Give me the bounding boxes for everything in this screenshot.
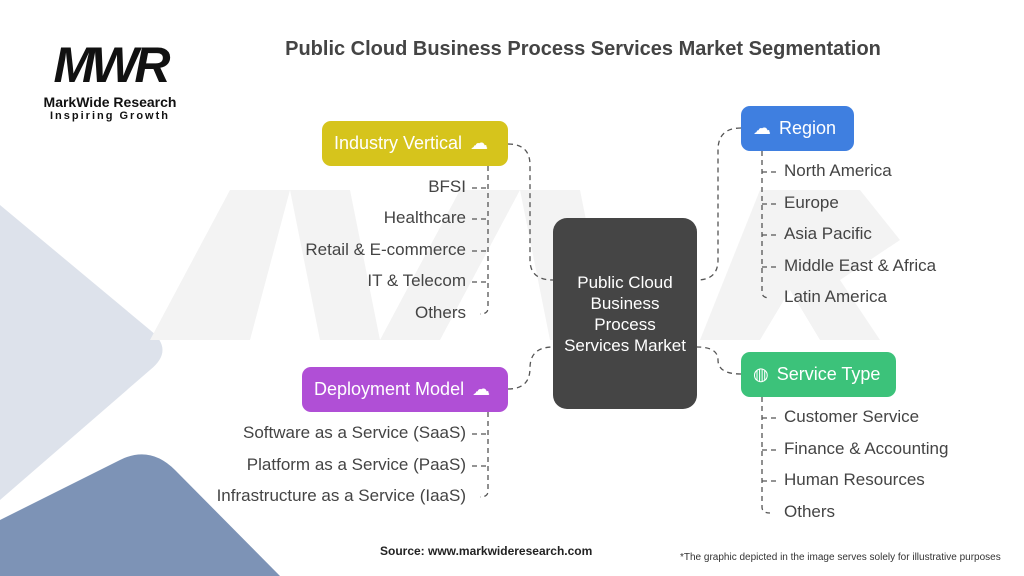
- cloud-gear-icon: ☁: [472, 379, 491, 399]
- segment-label: Region: [779, 118, 837, 138]
- source-text: Source: www.markwideresearch.com: [380, 544, 593, 558]
- globe-icon: ◍: [753, 364, 769, 384]
- segment-region: ☁ Region: [741, 106, 854, 151]
- page-title: Public Cloud Business Process Services M…: [285, 38, 881, 60]
- segment-label: Service Type: [776, 364, 881, 384]
- logo-name: MarkWide Research: [43, 94, 177, 110]
- segment-item: Retail & E-commerce: [305, 240, 466, 259]
- segment-label: Deployment Model: [314, 379, 465, 399]
- cloud-folder-icon: ☁: [753, 118, 771, 138]
- segment-item: Healthcare: [383, 208, 466, 227]
- segment-industry-vertical: Industry Vertical ☁: [322, 121, 508, 166]
- segment-service-type: ◍ Service Type: [741, 352, 896, 397]
- center-node: Public Cloud Business Process Services M…: [553, 218, 697, 409]
- segment-item: IT & Telecom: [367, 271, 466, 290]
- segment-item: Infrastructure as a Service (IaaS): [216, 486, 466, 505]
- logo-mark: MWR: [53, 37, 171, 93]
- segment-item: Human Resources: [784, 470, 925, 489]
- segment-item: Middle East & Africa: [784, 256, 937, 275]
- segment-item: BFSI: [428, 177, 466, 196]
- segment-item: Europe: [784, 193, 839, 212]
- segment-deployment-model: Deployment Model ☁: [302, 367, 508, 412]
- segment-item: Asia Pacific: [784, 224, 872, 243]
- segment-item: Latin America: [784, 287, 887, 306]
- segment-item: Finance & Accounting: [784, 439, 949, 458]
- segment-item: Software as a Service (SaaS): [243, 423, 466, 442]
- segment-item: North America: [784, 161, 892, 180]
- cloud-arrow-icon: ☁: [470, 133, 489, 153]
- segment-label: Industry Vertical: [334, 133, 463, 153]
- segment-item: Platform as a Service (PaaS): [246, 455, 466, 474]
- logo: MWR MarkWide Research Inspiring Growth: [30, 40, 190, 122]
- segment-item: Customer Service: [784, 407, 920, 426]
- segment-item: Others: [414, 303, 466, 322]
- segment-item: Others: [784, 502, 836, 521]
- logo-tagline: Inspiring Growth: [50, 110, 170, 122]
- disclaimer-text: *The graphic depicted in the image serve…: [680, 552, 1001, 563]
